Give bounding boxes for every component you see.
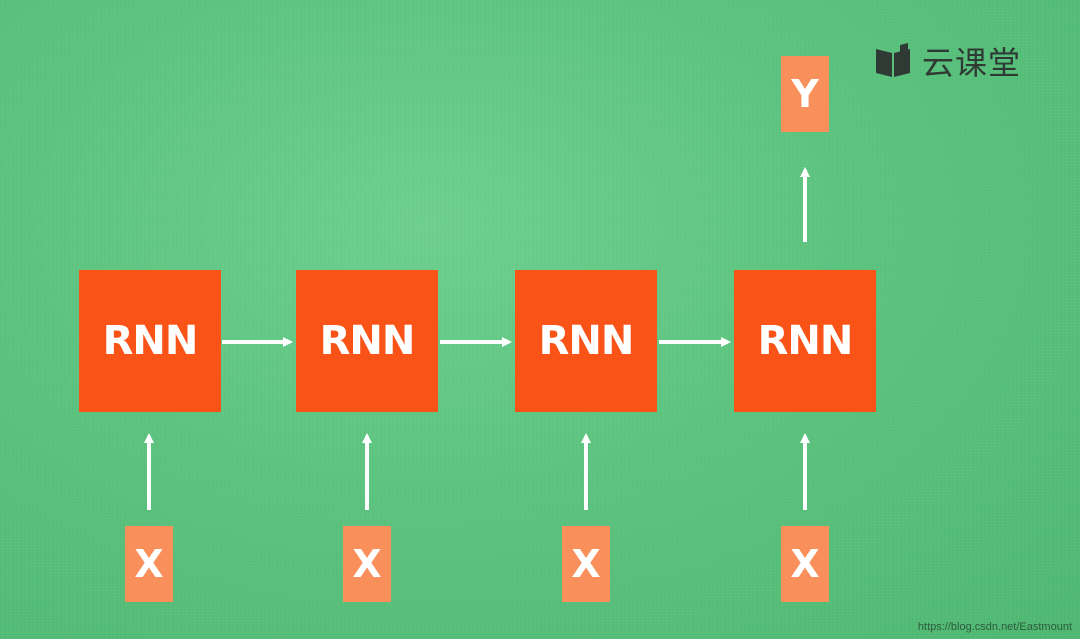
- output-label: Y: [791, 72, 819, 116]
- input-x-4: X: [781, 526, 829, 602]
- rnn-cell-label: RNN: [102, 318, 199, 364]
- input-x-1: X: [125, 526, 173, 602]
- book-icon: [876, 43, 910, 77]
- input-x-3: X: [562, 526, 610, 602]
- rnn-cell-1: RNN: [79, 270, 221, 412]
- input-label: X: [571, 542, 601, 586]
- input-label: X: [352, 542, 382, 586]
- rnn-cell-label: RNN: [319, 318, 416, 364]
- logo-text: 云课堂: [922, 44, 1022, 82]
- rnn-cell-label: RNN: [757, 318, 854, 364]
- input-label: X: [134, 542, 164, 586]
- rnn-cell-2: RNN: [296, 270, 438, 412]
- input-label: X: [790, 542, 820, 586]
- brand-logo: 云课堂: [874, 38, 1021, 84]
- input-x-2: X: [343, 526, 391, 602]
- rnn-cell-4: RNN: [734, 270, 876, 412]
- watermark-url: https://blog.csdn.net/Eastmount: [917, 621, 1072, 633]
- rnn-cell-label: RNN: [538, 318, 635, 364]
- output-y: Y: [781, 56, 829, 132]
- rnn-cell-3: RNN: [515, 270, 657, 412]
